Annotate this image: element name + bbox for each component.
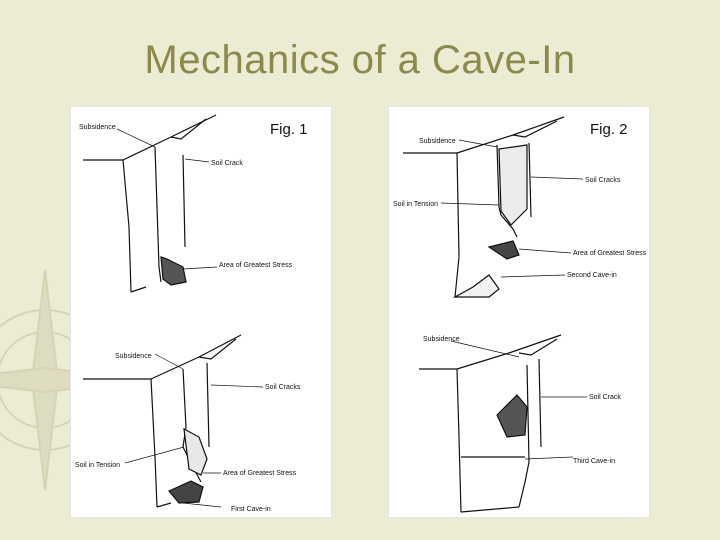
fig1-bottom-stress-label: Area of Greatest Stress bbox=[223, 470, 297, 477]
fig1-top-subsidence-label: Subsidence bbox=[79, 124, 116, 131]
figure-1-label: Fig. 1 bbox=[270, 121, 308, 138]
fig1-bottom-sketch-leaders bbox=[124, 353, 264, 508]
fig2-top-stress-label: Area of Greatest Stress bbox=[573, 250, 647, 257]
fig2-bottom-sketch bbox=[419, 334, 562, 513]
fig1-bottom-sketch bbox=[83, 334, 242, 508]
fig1-top-sketch bbox=[83, 114, 217, 293]
figure-1-diagram: Subsidence Soil Crack Area of Greatest S… bbox=[75, 114, 301, 513]
fig1-bottom-subsidence-label: Subsidence bbox=[115, 353, 152, 360]
fig2-bottom-soil-crack-label: Soil Crack bbox=[589, 394, 621, 401]
fig2-top-sketch bbox=[403, 116, 565, 298]
fig2-top-sketch-leaders bbox=[440, 139, 584, 278]
fig1-bottom-tension-label: Soil in Tension bbox=[75, 462, 120, 469]
figure-2-diagram: Subsidence Soil Cracks Soil in Tension A… bbox=[393, 116, 647, 513]
slide-title: Mechanics of a Cave-In bbox=[144, 38, 576, 82]
fig2-bottom-subsidence-label: Subsidence bbox=[423, 336, 460, 343]
fig2-top-cave-in-label: Second Cave-in bbox=[567, 272, 617, 279]
figure-1-panel: Fig. 1 Subsidence Soil Crack Area of Gre… bbox=[71, 107, 331, 517]
fig2-bottom-cave-in-label: Third Cave-in bbox=[573, 458, 615, 465]
fig2-top-soil-cracks-label: Soil Cracks bbox=[585, 177, 621, 184]
fig2-top-tension-label: Soil in Tension bbox=[393, 201, 438, 208]
fig1-top-soil-crack-label: Soil Crack bbox=[211, 160, 243, 167]
fig1-top-stress-label: Area of Greatest Stress bbox=[219, 262, 293, 269]
fig1-top-sketch-leaders bbox=[116, 128, 218, 270]
fig1-bottom-cave-in-label: First Cave-in bbox=[231, 506, 271, 513]
figure-2-panel: Fig. 2 Subsidence Soil Cracks Soil in Te… bbox=[389, 107, 649, 517]
fig1-bottom-soil-cracks-label: Soil Cracks bbox=[265, 384, 301, 391]
figure-2-label: Fig. 2 bbox=[590, 121, 628, 138]
fig2-bottom-sketch-leaders bbox=[450, 340, 587, 460]
fig2-top-subsidence-label: Subsidence bbox=[419, 138, 456, 145]
